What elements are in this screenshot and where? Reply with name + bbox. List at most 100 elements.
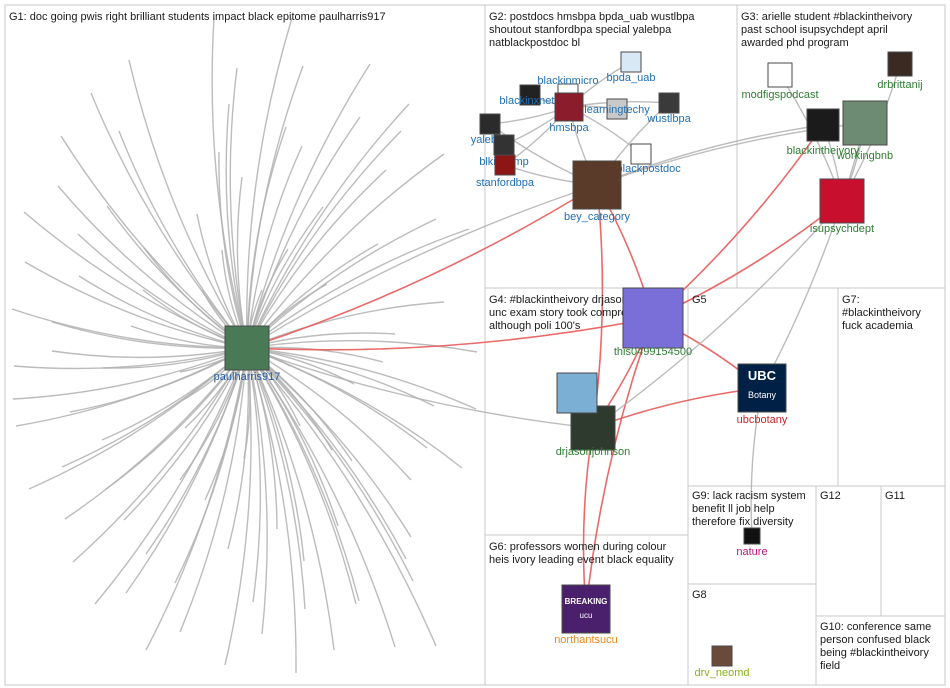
edge [246,347,594,429]
node-nature[interactable] [743,527,761,545]
edge [24,261,248,349]
node-stanfordbpa[interactable] [494,154,516,176]
edge [246,317,654,351]
edge [51,321,248,349]
node-drbrittanij[interactable] [887,51,913,77]
group-frame-g12 [815,485,882,617]
edge [246,301,445,349]
node-avatar [819,178,865,224]
node-avatar [606,98,628,120]
edge [72,347,248,563]
group-title-g12: G12 [820,490,841,502]
ubc-badge-line1: UBC [748,368,777,383]
edge [174,347,248,584]
group-title-g3: G3: arielle student #blackintheivory pas… [741,11,915,49]
edge [145,347,248,651]
edge [246,347,262,603]
edge [246,347,414,582]
node-avatar [737,363,787,413]
edge [246,228,470,349]
edge [123,347,248,521]
edge [179,347,248,633]
node-avatar [887,51,913,77]
node-this0499154500[interactable] [622,287,684,349]
node-northantsucu[interactable] [561,584,611,634]
node-blackintheivory[interactable] [806,108,840,142]
node-label: blackinxneto [499,95,560,107]
node-avatar [554,92,584,122]
node-blkincomp[interactable] [493,134,515,156]
group-frame-g11 [880,485,946,617]
node-label: northantsucu [554,634,618,646]
edge [246,347,407,560]
edge [246,116,361,349]
node-ubcbotany[interactable] [737,363,787,413]
edge [225,103,248,349]
node-hmsbpa[interactable] [554,92,584,122]
edge [128,59,248,349]
edge [592,200,843,429]
node-label: paulharris917 [214,371,281,383]
edge [64,347,248,520]
node-avatar [479,113,501,135]
node-avatar [767,62,793,88]
node-wustlbpa[interactable] [658,92,680,114]
node-learningtechy[interactable] [606,98,628,120]
node-isupsychdept[interactable] [819,178,865,224]
edge [218,151,248,349]
edge [246,130,402,349]
node-avatar [630,143,652,165]
node-avatar [743,527,761,545]
node-label: drv_neomd [694,667,749,679]
node-blackinxneto[interactable] [519,84,541,106]
group-title-g6: G6: professors women during colour heis … [489,541,674,566]
edge [211,17,248,349]
node-label: nature [736,546,767,558]
edge [761,122,866,389]
edge [246,347,360,602]
node-modfigspodcast[interactable] [767,62,793,88]
group-title-g7: G7: #blackintheivory fuck academia [842,294,924,332]
node-yalebpa[interactable] [479,113,501,135]
node-bpda_uab[interactable] [620,51,642,73]
edge [57,185,248,349]
node-avatar [519,84,541,106]
node-paulharris917[interactable] [224,325,270,371]
node-label: workingbnb [836,150,893,162]
breaking-badge-line1: BREAKING [565,597,608,606]
node-label: hmsbpa [549,122,589,134]
ubc-badge-line2: Botany [748,390,777,400]
group-title-g2: G2: postdocs hmsbpa bpda_uab wustlbpa sh… [489,11,698,49]
node-label: learningtechy [584,104,650,116]
edge [13,347,248,370]
edge [90,92,248,349]
node-label: blackintheivory [787,145,860,157]
edge [227,347,250,550]
group-frames [4,4,946,686]
node-avatar [561,584,611,634]
group-title-g8: G8 [692,589,707,601]
edge [246,63,371,349]
edge [246,184,598,349]
node-avatar [620,51,642,73]
node-avatar [556,372,598,414]
edge [596,124,824,186]
edge [94,347,248,605]
badge-texts: UBC Botany BREAKING ucu [565,368,777,620]
node-unc[interactable] [556,372,598,414]
group-title-g9: G9: lack racism system benefit ll job he… [692,490,809,528]
node-label: blackinmicro [537,75,598,87]
node-workingbnb[interactable] [842,100,888,146]
node-drv_neomd[interactable] [711,645,733,667]
group-title-g4: G4: #blackintheivory drjasonjohnson unc … [489,294,669,332]
edge [246,347,268,635]
node-bey_category[interactable] [572,160,622,210]
edges [11,17,901,674]
breaking-badge-line2: ucu [580,611,593,620]
node-avatar [493,134,515,156]
node-natblackpostdoc[interactable] [630,143,652,165]
node-label: modfigspodcast [741,89,818,101]
node-avatar [711,645,733,667]
node-label: stanfordbpa [476,177,535,189]
